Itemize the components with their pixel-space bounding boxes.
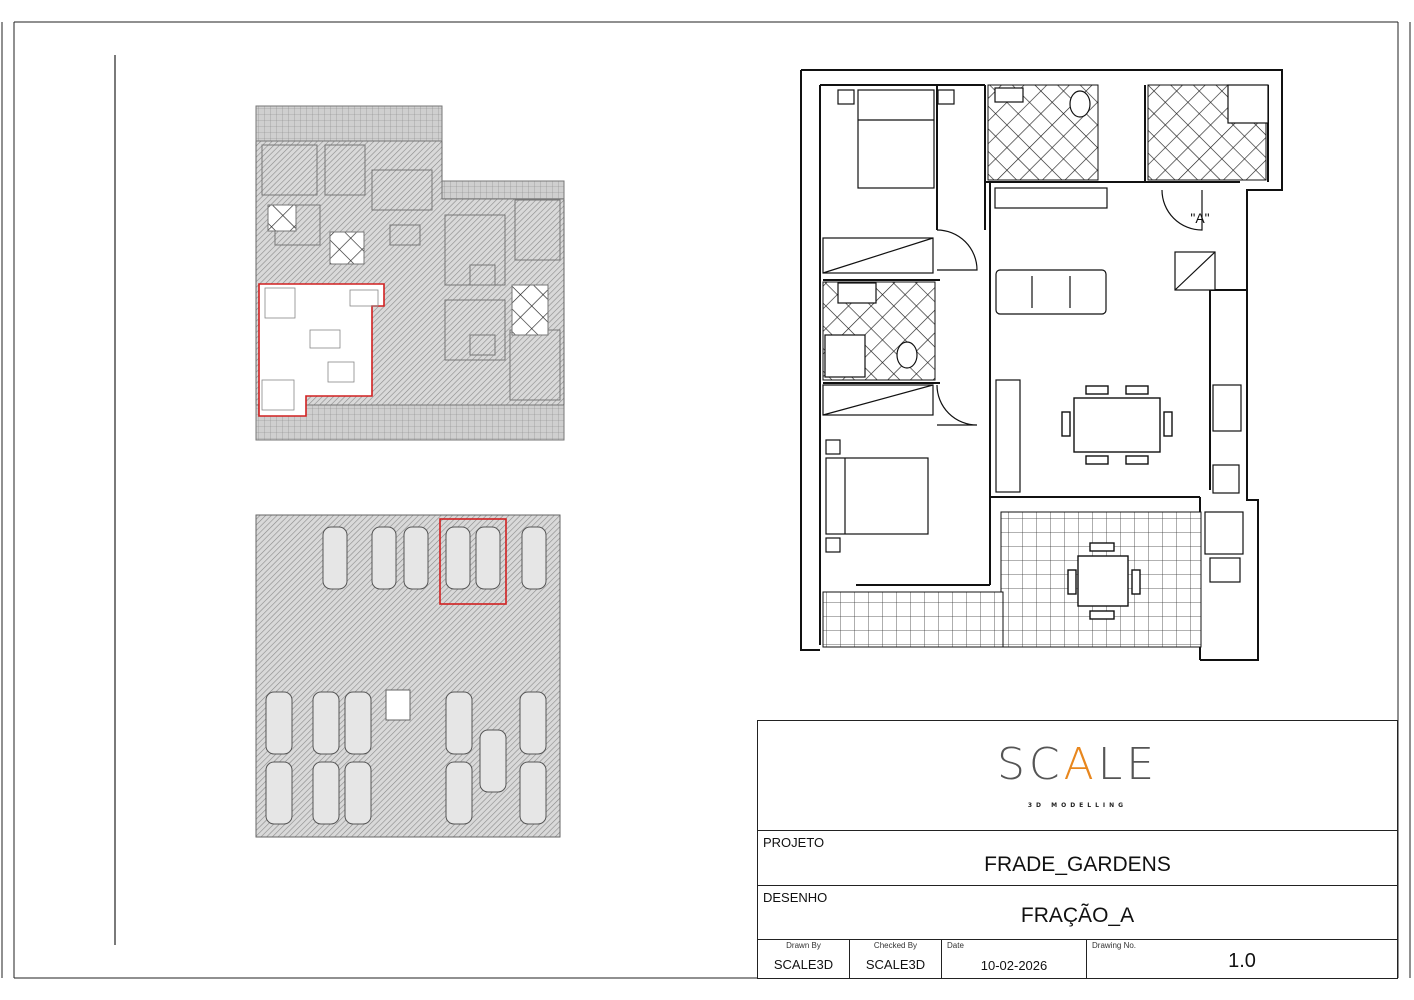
logo-accent: A	[1063, 739, 1098, 790]
checked-by-label: Checked By	[873, 941, 918, 950]
tv-unit	[994, 187, 1108, 209]
drawn-by-label: Drawn By	[786, 941, 821, 950]
room-tag: "A"	[1190, 210, 1209, 226]
bed-1	[837, 89, 955, 189]
title-block: SCALE 3D MODELLING PROJETO FRADE_GARDENS…	[757, 720, 1398, 979]
dining-table	[1061, 385, 1173, 465]
checked-by-value: SCALE3D	[865, 957, 926, 972]
drawing-name: FRAÇÃO_A	[1020, 904, 1135, 927]
toilet-1	[1069, 90, 1091, 118]
date-value: 10-02-2026	[980, 958, 1048, 973]
company-logo: SCALE 3D MODELLING	[758, 721, 1397, 831]
project-row: PROJETO FRADE_GARDENS	[758, 831, 1397, 886]
assigned-parking-space	[439, 518, 507, 605]
toilet-2	[896, 341, 918, 369]
unit-floor-plan: "A"	[800, 69, 1283, 661]
drawn-by-value: SCALE3D	[773, 957, 834, 972]
key-plan-parking	[255, 514, 561, 838]
logo-tagline: 3D MODELLING	[1027, 802, 1128, 809]
sofa	[995, 269, 1107, 315]
date-cell: Date 10-02-2026	[942, 940, 1087, 978]
kitchen-counter	[1174, 251, 1244, 583]
project-name: FRADE_GARDENS	[984, 853, 1171, 876]
sink-2	[994, 87, 1024, 103]
drawing-no-label: Drawing No.	[1092, 941, 1137, 950]
project-label: PROJETO	[763, 835, 825, 850]
parking-cars-bottom	[265, 691, 547, 825]
terrace-table	[1067, 542, 1141, 620]
bed-2	[825, 439, 929, 553]
drawing-no-value: 1.0	[1228, 950, 1256, 972]
drawing-label: DESENHO	[763, 890, 828, 905]
drawn-by-cell: Drawn By SCALE3D	[758, 940, 850, 978]
balcony-floor	[822, 591, 1004, 648]
sheet-frame	[1, 21, 1411, 979]
checked-by-cell: Checked By SCALE3D	[850, 940, 942, 978]
key-plan-floor	[255, 105, 565, 441]
parking-cars-top	[322, 526, 547, 590]
sink-1	[837, 282, 877, 304]
date-label: Date	[947, 941, 964, 950]
drawing-row: DESENHO FRAÇÃO_A	[758, 886, 1397, 940]
logo-wordmark: SCALE	[996, 739, 1159, 790]
drawing-no-cell: Drawing No. 1.0	[1087, 940, 1397, 978]
